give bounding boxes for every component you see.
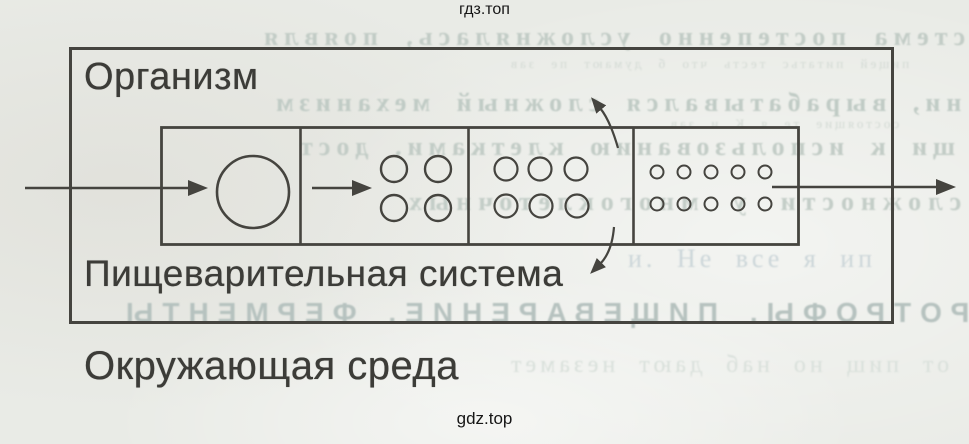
partly-digested-food-particle — [423, 193, 453, 223]
fully-digested-particles-particle — [730, 196, 746, 212]
partly-digested-food-particle — [423, 154, 453, 184]
further-digested-food-particle — [564, 193, 590, 219]
food-particles-group — [215, 154, 773, 230]
ingested-food-particle — [215, 154, 291, 230]
organism-label: Организм — [84, 56, 259, 98]
fully-digested-particles-particle — [757, 164, 773, 180]
partly-digested-food-particle — [379, 193, 409, 223]
further-digested-food-particle — [493, 193, 519, 219]
fully-digested-particles-particle — [649, 196, 665, 212]
further-digested-food-particle — [563, 156, 589, 182]
further-digested-food-particle — [527, 156, 553, 182]
fully-digested-particles-particle — [649, 164, 665, 180]
organism-box — [69, 47, 894, 324]
fully-digested-particles-particle — [676, 164, 692, 180]
watermark-top: гдз.топ — [459, 1, 510, 18]
fully-digested-particles-particle — [703, 164, 719, 180]
partly-digested-food-particle — [379, 154, 409, 184]
fully-digested-particles-particle — [730, 164, 746, 180]
bleed-through-text: и. Не все я ип — [628, 244, 877, 273]
fully-digested-particles-particle — [757, 196, 773, 212]
watermark-bottom: gdz.top — [456, 409, 513, 428]
fully-digested-particles-particle — [703, 196, 719, 212]
environment-label: Окружающая среда — [84, 344, 459, 388]
absorption-arrow-down — [590, 226, 616, 274]
fully-digested-particles-particle — [676, 196, 692, 212]
further-digested-food-particle — [493, 156, 519, 182]
absorption-arrow-up — [591, 97, 620, 149]
digestive-system-label: Пищеварительная система — [84, 253, 564, 294]
further-digested-food-particle — [528, 193, 554, 219]
